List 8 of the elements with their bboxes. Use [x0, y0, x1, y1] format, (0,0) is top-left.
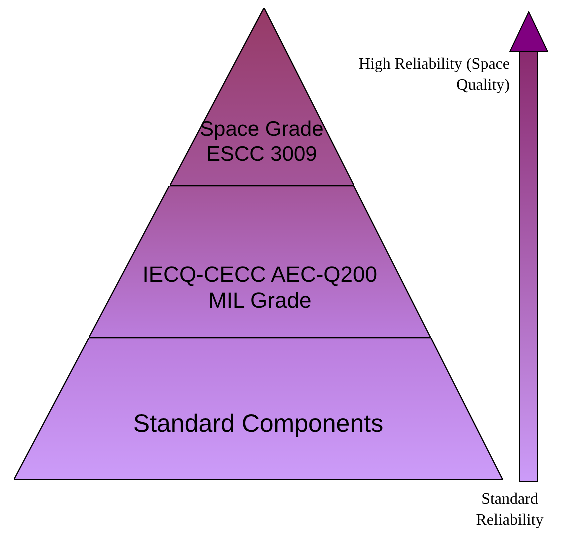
pyramid-tier — [170, 8, 354, 186]
scale-label: High Reliability (Space Quality) — [358, 55, 510, 96]
tier-label: IECQ-CECC AEC-Q200 MIL Grade — [142, 262, 378, 315]
scale-label: Standard Reliability — [475, 490, 545, 531]
pyramid-tier — [89, 186, 432, 338]
tier-label: Space Grade ESCC 3009 — [199, 117, 325, 168]
pyramid-tier — [14, 338, 503, 480]
tier-label: Standard Components — [132, 409, 385, 439]
